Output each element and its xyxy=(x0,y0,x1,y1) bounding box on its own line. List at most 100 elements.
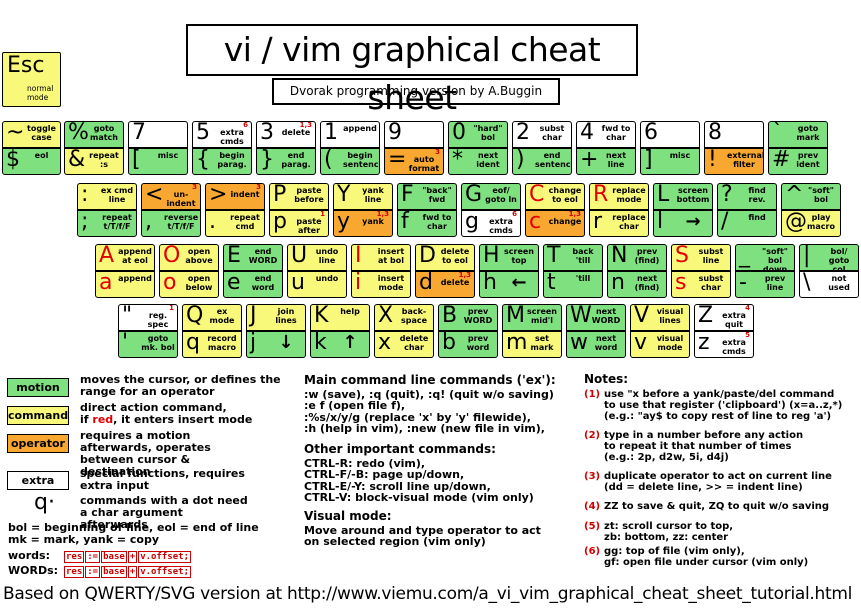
key-note-ref: 1 xyxy=(169,304,174,312)
key-glyph: { xyxy=(196,148,210,172)
key-char: $eol xyxy=(2,148,61,175)
key-char: -prev line xyxy=(735,271,795,298)
key-note-ref: 3 xyxy=(192,183,197,191)
key-glyph: e xyxy=(227,271,241,295)
key-label: auto format xyxy=(408,155,440,173)
key-char: )end sentence xyxy=(512,148,572,175)
key-label: fwd to char xyxy=(422,213,452,231)
arrow-icon: ← xyxy=(511,272,527,293)
key-label: "back" fwd xyxy=(422,186,452,204)
key-glyph: X xyxy=(378,304,394,328)
key-label: append xyxy=(343,124,377,133)
key-char: ;repeat t/T/f/F xyxy=(77,210,137,237)
key-label: screen bottom xyxy=(676,186,710,204)
note-item: (5)zt: scroll cursor to top,zb: bottom, … xyxy=(584,521,854,543)
key-label: yank xyxy=(362,217,384,226)
key-glyph: P xyxy=(273,183,287,207)
key-glyph: 8 xyxy=(708,121,722,145)
key-label: goto mark xyxy=(796,124,820,142)
key-label: extra cmds xyxy=(722,338,746,356)
key-note-ref: 5 xyxy=(745,331,750,339)
key-glyph: i xyxy=(355,271,362,295)
note-text: ZZ to save & quit, ZQ to quit w/o saving xyxy=(604,501,830,512)
key-glyph: K xyxy=(314,304,329,328)
key-label: goto mk. bol xyxy=(141,334,175,352)
key-char: ~toggle case xyxy=(2,121,61,148)
note-number: (2) xyxy=(584,430,601,441)
key-label: toggle case xyxy=(27,124,56,142)
key-label: find xyxy=(748,213,766,222)
key-char: 8 xyxy=(704,121,764,148)
footer-credit: Based on QWERTY/SVG version at http://ww… xyxy=(3,584,853,604)
key-label: change to eol xyxy=(548,186,582,204)
key-label: paste after xyxy=(296,217,322,235)
key-glyph: q xyxy=(186,331,200,355)
key-label: bol/ goto col xyxy=(828,247,850,271)
legend-operator-box: operator xyxy=(7,434,69,453)
key-glyph: } xyxy=(260,148,274,172)
key-glyph: @ xyxy=(785,210,807,234)
key-note-ref: 1,3 xyxy=(376,210,389,218)
key-glyph: ` xyxy=(772,121,783,145)
key-label: find rev. xyxy=(748,186,766,204)
key-label: replace mode xyxy=(612,186,646,204)
key-label: prev word xyxy=(466,334,490,352)
key-label: "soft" bol down xyxy=(762,247,788,271)
key-char: *next ident xyxy=(448,148,508,175)
key-label: paste before xyxy=(294,186,324,204)
key-label: eof/ goto ln xyxy=(485,186,517,204)
abbreviations: bol = beginning of line, eol = end of li… xyxy=(8,521,259,546)
key-glyph: > xyxy=(209,183,228,207)
key-label: append at eol xyxy=(118,247,152,265)
key-label: "hard" bol xyxy=(473,124,503,142)
key-char: 'goto mk. bol xyxy=(118,331,178,358)
note-item: (3)duplicate operator to act on current … xyxy=(584,471,854,493)
key-char: {begin parag. xyxy=(192,148,252,175)
note-number: (5) xyxy=(584,521,601,532)
words-example: words:res:=base+v.offset; WORDs:res:=bas… xyxy=(8,549,191,578)
key-note-ref: 1,3 xyxy=(458,271,471,279)
legend-extra-text: special functions, requires extra input xyxy=(80,467,245,492)
key-label: not used xyxy=(828,274,850,292)
key-char: !external filter xyxy=(704,148,764,175)
key-glyph: / xyxy=(721,210,729,234)
key-glyph: ( xyxy=(324,148,333,172)
key-glyph: z xyxy=(698,331,710,355)
note-number: (4) xyxy=(584,501,601,512)
key-label: visual lines xyxy=(656,307,684,325)
key-label: un- indent xyxy=(166,190,196,208)
key-char: &repeat :s xyxy=(64,148,124,175)
key-label: set mark xyxy=(530,334,554,352)
key-glyph: W xyxy=(570,304,592,328)
key-glyph: l xyxy=(657,210,664,234)
key-note-ref: 3 xyxy=(435,148,440,156)
key-char: ^"soft" bol xyxy=(781,183,841,210)
key-label: repeat cmd xyxy=(230,213,260,231)
note-text: gg: top of file (vim only),gf: open file… xyxy=(604,546,809,568)
key-char: l→ xyxy=(653,210,713,237)
key-char: k↑ xyxy=(310,331,370,358)
key-glyph: " xyxy=(122,304,133,328)
key-label: join lines xyxy=(275,307,297,325)
key-label: delete xyxy=(440,278,470,287)
